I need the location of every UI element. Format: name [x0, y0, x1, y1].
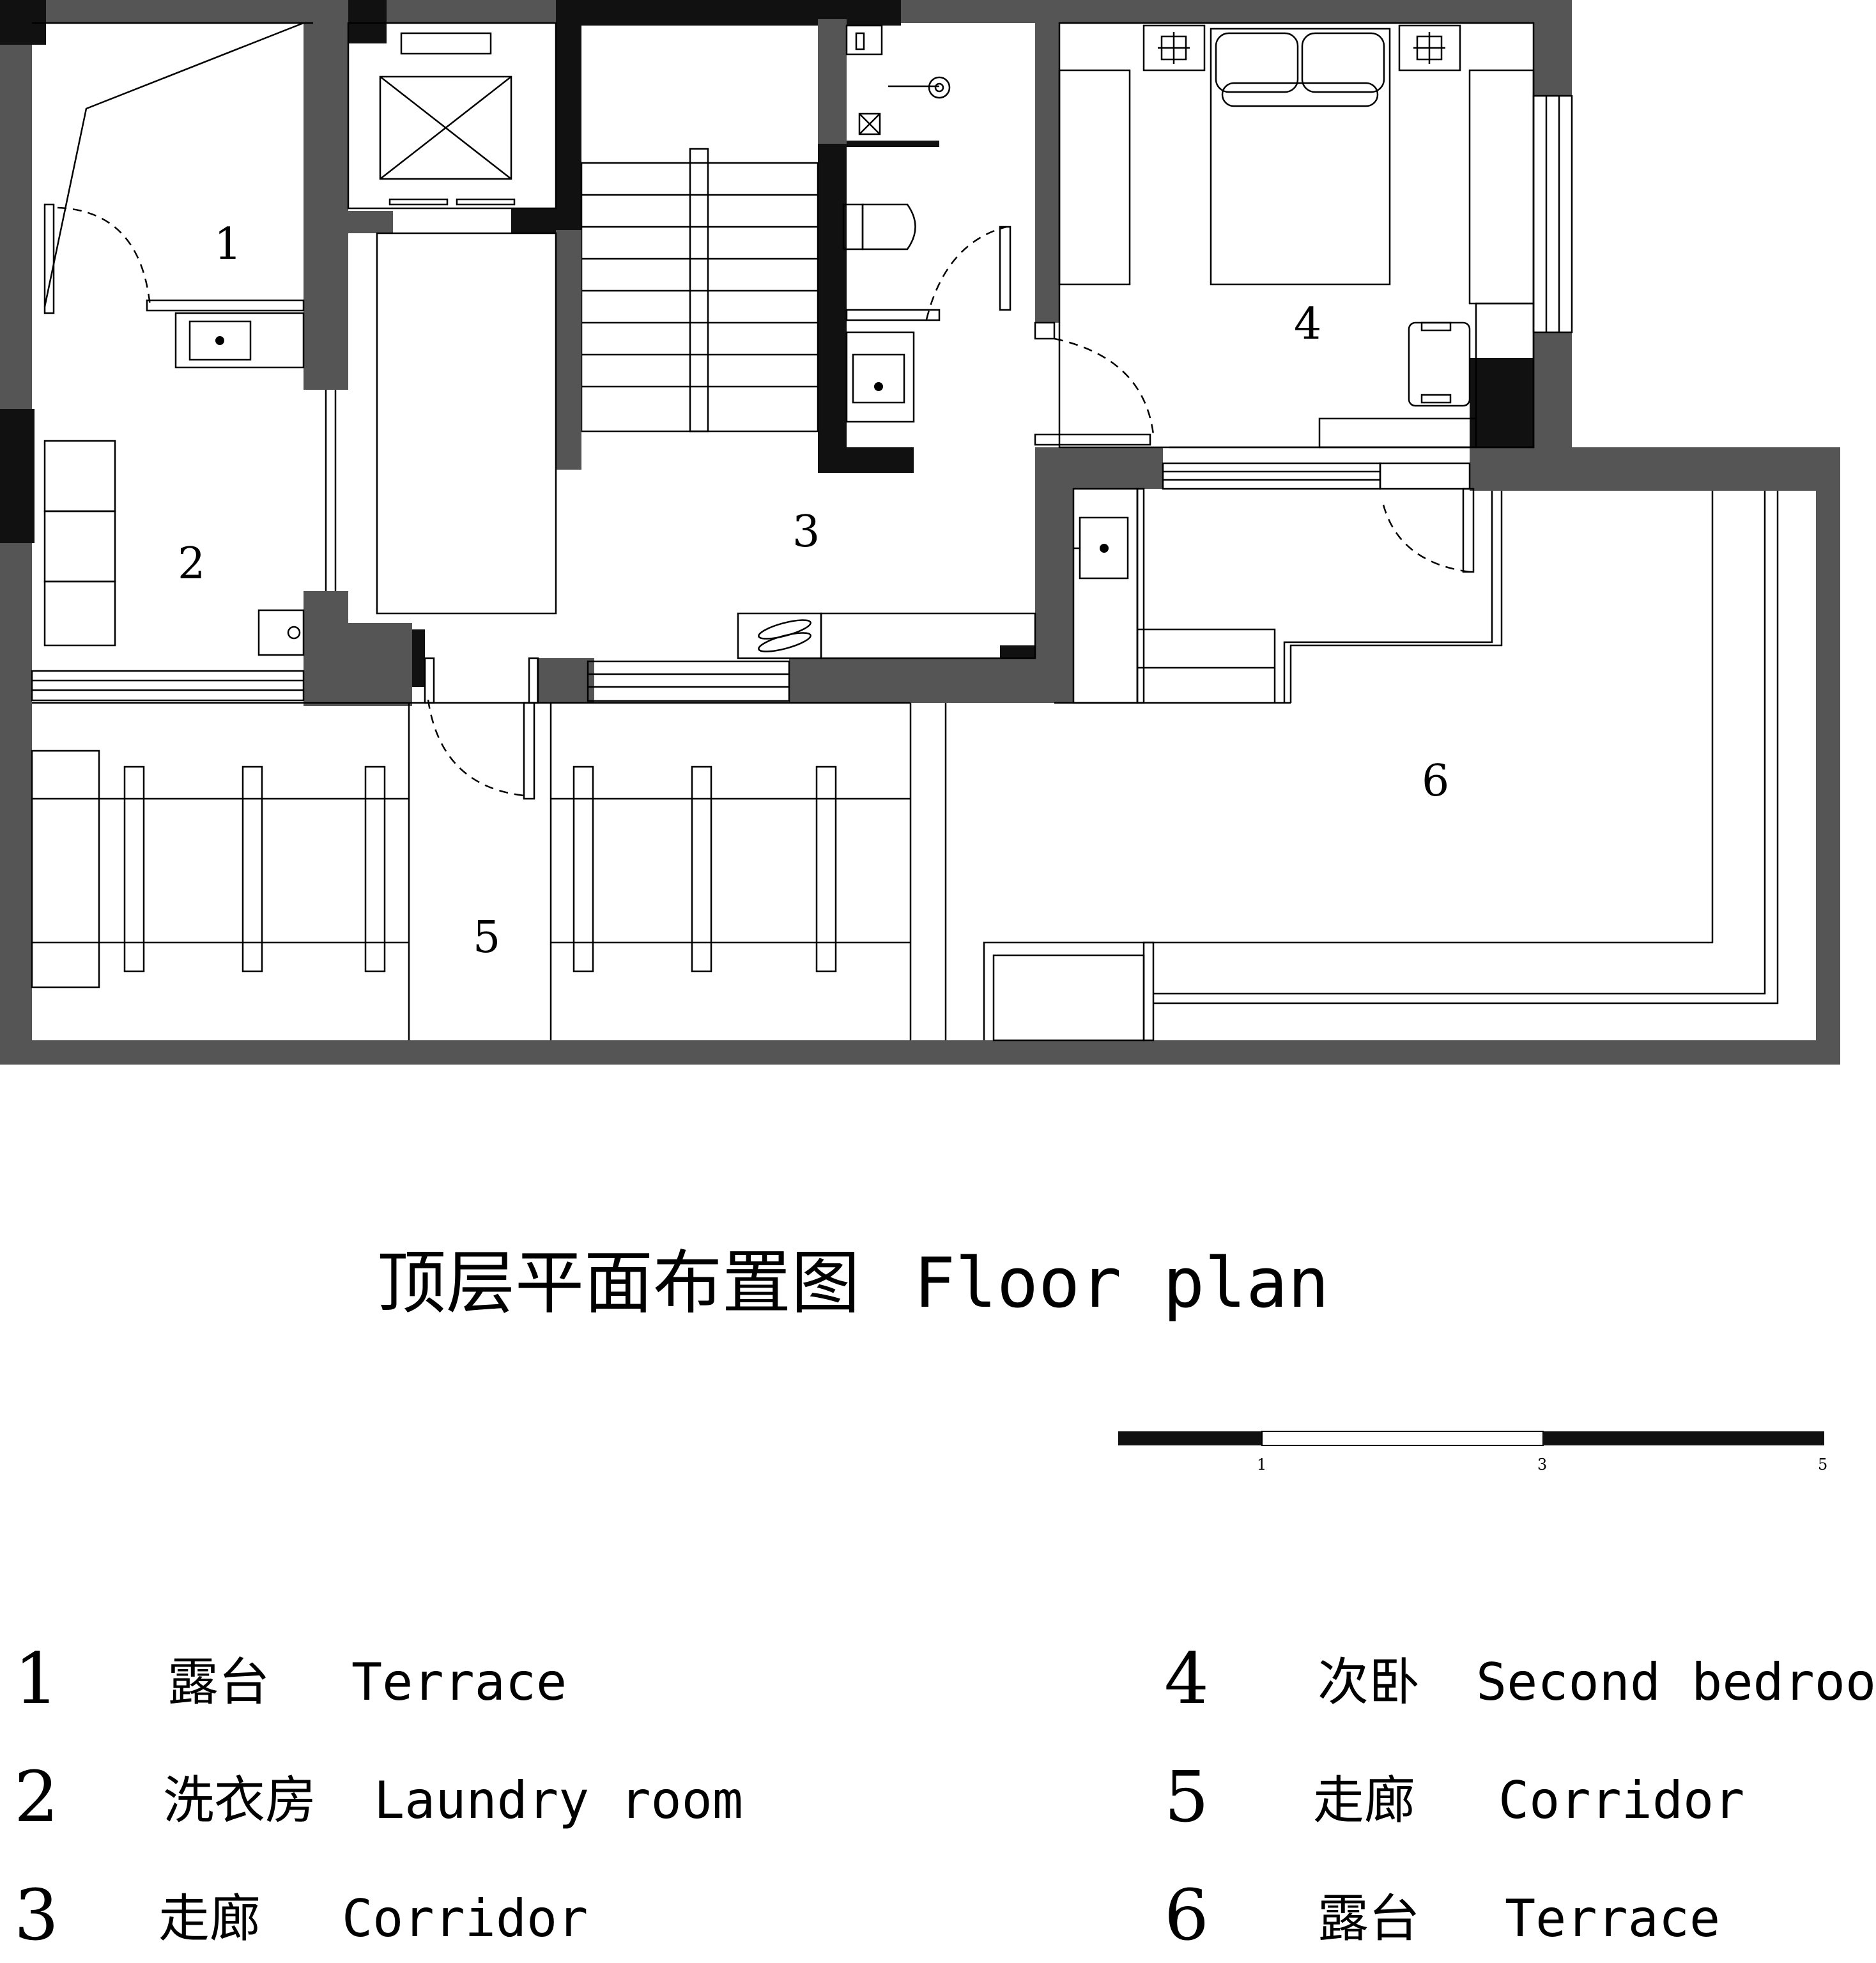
room-labels: 1 2 3 4 5 6 — [178, 219, 1449, 963]
legend-cn-3: 走廊 — [158, 1889, 261, 1948]
room-5-corridor-fixtures — [31, 657, 911, 1040]
room-6-terrace-fixtures — [909, 462, 1779, 1042]
plan-title-en: Floor plan — [914, 1243, 1329, 1323]
legend-en-3: Corridor — [342, 1889, 588, 1948]
legend-en-2: Laundry room — [374, 1771, 743, 1830]
interior-walls — [304, 0, 1572, 706]
legend-en-5: Corridor — [1498, 1771, 1744, 1830]
room-number-1: 1 — [214, 219, 242, 270]
legend-num-5: 5 — [1164, 1756, 1209, 1838]
scale-label-5: 5 — [1818, 1456, 1827, 1474]
elevator — [347, 22, 557, 210]
legend-num-6: 6 — [1164, 1874, 1209, 1956]
legend-en-6: Terrace — [1505, 1889, 1720, 1948]
room-number-5: 5 — [473, 912, 500, 963]
room-4-bedroom-fixtures — [1034, 22, 1573, 449]
room-number-6: 6 — [1422, 756, 1449, 806]
legend-cn-6: 露台 — [1318, 1889, 1420, 1948]
staircase — [376, 148, 1036, 659]
room-2-laundry-fixtures — [31, 390, 337, 702]
legend-num-1: 1 — [14, 1638, 59, 1720]
room-number-4: 4 — [1294, 299, 1321, 350]
legend-num-2: 2 — [14, 1756, 59, 1838]
legend: 1 露台 Terrace 2 洗衣房 Laundry room 3 走廊 Cor… — [14, 1638, 1876, 1956]
bathroom-fixtures — [842, 24, 1011, 423]
legend-num-4: 4 — [1164, 1638, 1209, 1720]
exterior-walls — [0, 0, 1840, 1065]
legend-num-3: 3 — [14, 1874, 59, 1956]
legend-cn-2: 洗衣房 — [163, 1771, 316, 1830]
scale-bar: 1 3 5 — [1118, 1431, 1827, 1474]
scale-label-3: 3 — [1537, 1456, 1547, 1474]
room-number-2: 2 — [178, 539, 205, 589]
room-1-terrace-fixtures — [32, 22, 313, 369]
legend-cn-1: 露台 — [167, 1652, 270, 1712]
room-number-3: 3 — [792, 507, 820, 557]
legend-cn-5: 走廊 — [1313, 1771, 1415, 1830]
legend-en-4: Second bedroom — [1476, 1652, 1876, 1712]
legend-en-1: Terrace — [351, 1652, 567, 1712]
legend-cn-4: 次卧 — [1318, 1652, 1420, 1712]
scale-label-1: 1 — [1257, 1456, 1266, 1474]
plan-title-cn: 顶层平面布置图 — [377, 1243, 860, 1323]
